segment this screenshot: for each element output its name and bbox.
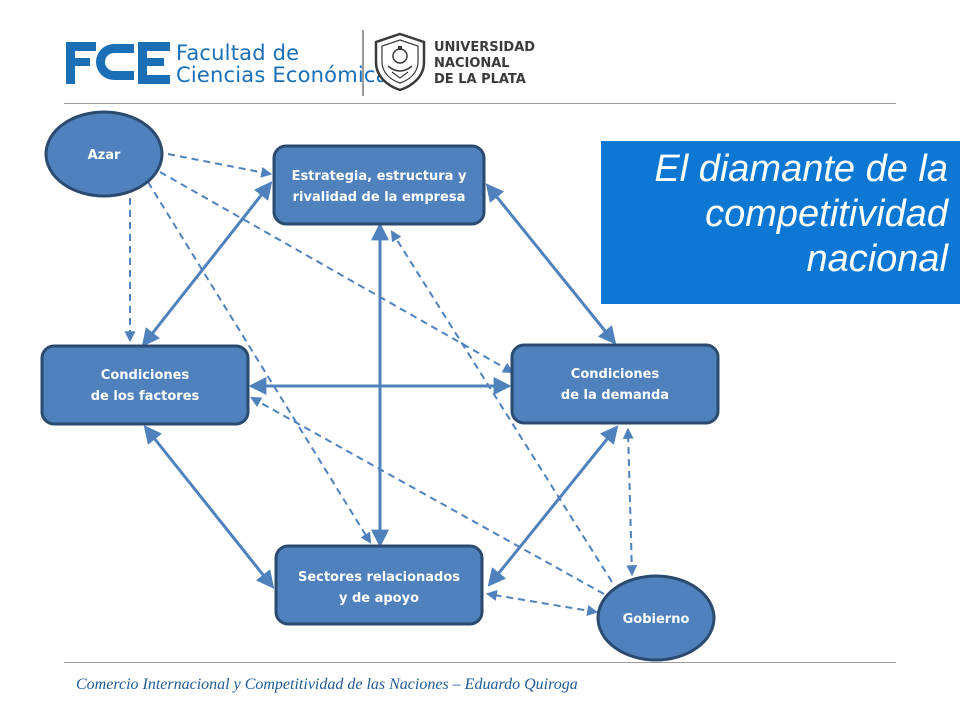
logo-divider <box>362 30 364 96</box>
header: Facultad de Ciencias Económicas UNIVERSI… <box>0 0 960 110</box>
node-demanda: Condiciones de la demanda <box>510 343 720 425</box>
node-gobierno-label: Gobierno <box>623 612 690 627</box>
node-demanda-line-1: Condiciones <box>571 367 660 382</box>
node-factores-line-1: Condiciones <box>101 368 190 383</box>
arrow-demanda-sectores <box>487 425 619 587</box>
slide-title: El diamante de la competitividad naciona… <box>601 141 960 304</box>
node-factores-line-2: de los factores <box>91 389 200 404</box>
dash-gobierno-sectores <box>485 590 599 616</box>
slide-title-line-3: nacional <box>806 238 948 280</box>
dash-azar-sectores <box>147 181 372 544</box>
node-azar-label: Azar <box>88 148 121 163</box>
footer-caption: Comercio Internacional y Competitividad … <box>76 676 578 693</box>
node-estrategia-line-1: Estrategia, estructura y <box>292 169 467 184</box>
footer-rule <box>64 662 896 663</box>
node-azar: Azar <box>44 110 164 198</box>
node-estrategia-line-2: rivalidad de la empresa <box>293 190 466 205</box>
node-demanda-line-2: de la demanda <box>561 388 669 403</box>
node-sectores-line-2: y de apoyo <box>339 591 419 606</box>
slide-title-line-1: El diamante de la <box>654 148 948 190</box>
faculty-name: Facultad de Ciencias Económicas <box>176 42 400 86</box>
dash-azar-demanda <box>159 171 514 374</box>
node-sectores: Sectores relacionados y de apoyo <box>274 544 484 626</box>
university-name: UNIVERSIDAD NACIONAL DE LA PLATA <box>434 40 535 88</box>
node-gobierno: Gobierno <box>596 574 716 662</box>
dash-gobierno-demanda <box>622 427 638 577</box>
university-line-1: UNIVERSIDAD <box>434 40 536 55</box>
node-sectores-line-1: Sectores relacionados <box>298 570 460 585</box>
arrow-estrategia-factores <box>141 181 273 347</box>
university-line-3: DE LA PLATA <box>434 72 526 87</box>
dashed-arrows <box>124 153 638 616</box>
header-rule <box>64 103 896 104</box>
node-factores: Condiciones de los factores <box>40 344 250 426</box>
faculty-line-2: Ciencias Económicas <box>176 63 400 87</box>
university-seal-icon <box>374 32 426 92</box>
arrow-estrategia-demanda <box>485 183 617 345</box>
fce-logo-icon <box>66 42 170 84</box>
arrow-factores-sectores <box>143 425 275 589</box>
dash-gobierno-estrategia <box>390 230 613 583</box>
faculty-line-1: Facultad de <box>176 41 300 65</box>
solid-arrows <box>141 181 619 589</box>
dash-azar-estrategia <box>167 153 273 178</box>
slide-title-line-2: competitividad <box>705 193 948 235</box>
university-line-2: NACIONAL <box>434 56 510 71</box>
node-estrategia: Estrategia, estructura y rivalidad de la… <box>272 144 486 226</box>
